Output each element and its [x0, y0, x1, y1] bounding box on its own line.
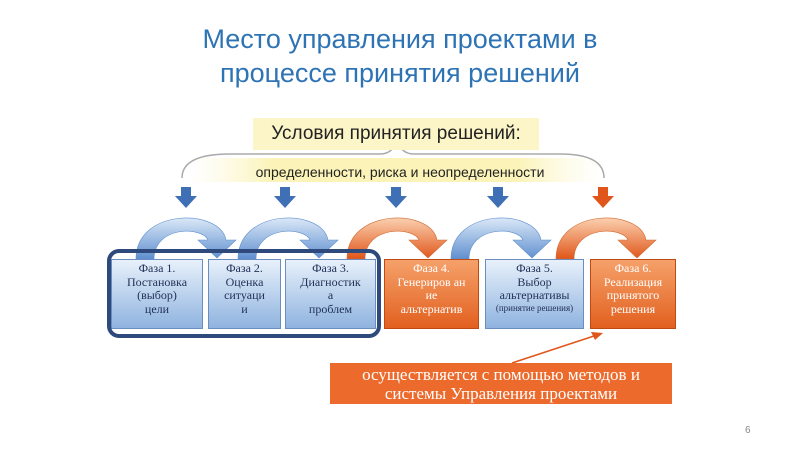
note-connector: [511, 333, 601, 364]
phase-2-line-3: ситуаци: [224, 288, 265, 302]
curved-arrow-3: [346, 217, 448, 260]
phase-1-line-3: (выбор): [137, 288, 177, 302]
page-title: Место управления проектами в процессе пр…: [0, 22, 800, 90]
phase-2-line-4: и: [241, 301, 248, 316]
phase-6-line-3: принятого: [606, 288, 660, 302]
phase-3-line-2: Диагностик: [300, 274, 361, 289]
down-arrow-1: [175, 187, 197, 208]
down-arrow-5: [592, 187, 614, 208]
title-line-2: процессе принятия решений: [220, 58, 580, 88]
curved-arrows: [135, 217, 657, 260]
phase-3-line-1: Фаза 3.: [312, 261, 349, 275]
phase-6-line-2: Реализация: [603, 274, 663, 289]
phase-5-note: (принятие решения): [495, 302, 574, 313]
phase-6-line-4: решения: [610, 301, 656, 316]
phase-1-line-4: цели: [144, 301, 170, 316]
phase-3-box: Фаза 3. Диагностик а проблем: [285, 259, 376, 329]
phase-4-line-4: альтернатив: [400, 301, 463, 316]
down-arrows: [175, 187, 614, 208]
title-line-1: Место управления проектами в: [202, 24, 598, 54]
curved-arrow-5: [555, 217, 657, 260]
phase-6-line-1: Фаза 6.: [614, 261, 652, 275]
conditions-band: [190, 158, 600, 182]
curved-arrow-4: [450, 217, 552, 260]
phase-1-line-1: Фаза 1.: [138, 261, 176, 275]
phase-2-line-2: Оценка: [225, 274, 264, 289]
phase-1-line-2: Постановка: [126, 274, 188, 289]
methods-note-line-2: системы Управления проектами: [384, 384, 618, 403]
phase-2-line-1: Фаза 2.: [226, 261, 263, 275]
phase-4-line-1: Фаза 4.: [413, 261, 450, 275]
curved-arrow-2: [237, 217, 339, 260]
phase-2-box: Фаза 2. Оценка ситуаци и: [208, 259, 281, 329]
phase-3-line-3: а: [327, 288, 334, 302]
phase-4-line-3: ие: [425, 288, 438, 302]
phase-6-box: Фаза 6. Реализация принятого решения: [590, 259, 676, 329]
phase-5-line-1: Фаза 5.: [516, 261, 553, 275]
conditions-heading: Условия принятия решений:: [253, 118, 539, 150]
down-arrow-4: [487, 187, 509, 208]
phase-1-box: Фаза 1. Постановка (выбор) цели: [111, 259, 203, 329]
down-arrow-3: [385, 187, 407, 208]
down-arrow-2: [274, 187, 296, 208]
phase-5-line-2: Выбор: [517, 274, 552, 289]
phase-4-line-2: Генериров ан: [397, 274, 466, 289]
phase-group-frame: [107, 249, 381, 338]
note-connector-head: [591, 332, 603, 340]
methods-note: осуществляется с помощью методов и систе…: [330, 363, 672, 404]
conditions-types: определенности, риска и неопределенности: [255, 164, 545, 180]
phase-5-box: Фаза 5. Выбор альтернативы (принятие реш…: [485, 259, 584, 329]
curved-arrow-1: [135, 217, 237, 260]
page-number: 6: [745, 425, 751, 436]
methods-note-line-1: осуществляется с помощью методов и: [362, 365, 640, 384]
phase-3-line-4: проблем: [308, 301, 353, 316]
phase-5-line-3: альтернативы: [499, 288, 570, 302]
phase-4-box: Фаза 4. Генериров ан ие альтернатив: [384, 259, 479, 329]
